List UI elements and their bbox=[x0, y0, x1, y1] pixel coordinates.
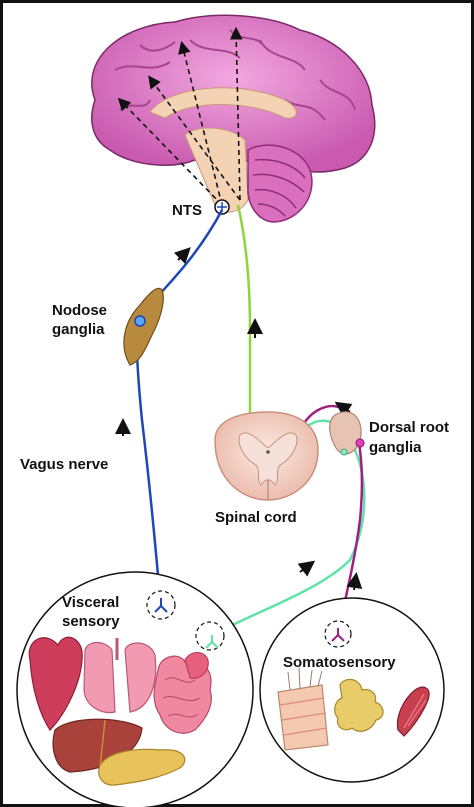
spinal-ascending-path bbox=[236, 204, 252, 430]
corpus-callosum bbox=[149, 87, 297, 119]
pancreas bbox=[98, 748, 186, 786]
joint-illustration bbox=[334, 678, 384, 732]
heart-illustration bbox=[28, 636, 83, 731]
arrow-somatic bbox=[346, 572, 363, 591]
label-nodose-line1: Nodose bbox=[52, 302, 107, 319]
label-nodose-line2: ganglia bbox=[52, 321, 105, 338]
label-somatosensory: Somatosensory bbox=[283, 654, 396, 671]
nodose-ganglion bbox=[123, 287, 164, 366]
visceral-spinal-ending-icon bbox=[205, 635, 219, 649]
liver-ligament bbox=[99, 719, 106, 769]
cerebellum-folds bbox=[252, 158, 306, 217]
label-spinal-cord: Spinal cord bbox=[215, 509, 297, 526]
lung-left bbox=[83, 641, 116, 714]
lung-right bbox=[124, 642, 157, 713]
skin-illustration bbox=[277, 684, 329, 751]
intestine-coils bbox=[162, 677, 201, 718]
visceral-organs-panel bbox=[16, 571, 254, 807]
arrow-dorsal-root bbox=[334, 401, 353, 418]
label-dorsal-line2: ganglia bbox=[369, 439, 422, 456]
dorsal-root-ganglion bbox=[329, 411, 365, 456]
projection-arrow-1 bbox=[178, 40, 223, 206]
somatosensory-panel bbox=[259, 597, 445, 783]
label-visceral-line2: sensory bbox=[62, 613, 120, 630]
projection-arrow-2 bbox=[117, 97, 223, 206]
brain-gyri bbox=[114, 29, 356, 121]
arrow-vagus-up bbox=[173, 247, 191, 265]
label-nts: NTS bbox=[172, 202, 202, 219]
drg-visceral-neuron bbox=[340, 448, 348, 456]
visceral-spinal-ending-marker bbox=[195, 621, 225, 651]
drg-neuron bbox=[355, 438, 365, 448]
somatic-ending-marker bbox=[324, 620, 352, 648]
vagal-ending-marker bbox=[146, 590, 176, 620]
muscle-fibers bbox=[403, 693, 427, 729]
brain bbox=[91, 14, 376, 223]
skin-layers bbox=[279, 697, 328, 736]
projection-arrow-3 bbox=[229, 26, 243, 201]
cerebellum bbox=[247, 144, 313, 223]
nodose-neuron bbox=[134, 315, 146, 327]
stomach bbox=[184, 652, 209, 679]
label-vagus-nerve: Vagus nerve bbox=[20, 456, 108, 473]
vagus-nerve-path bbox=[135, 209, 224, 599]
arrow-visceral-spinal bbox=[297, 560, 316, 577]
spinal-cord bbox=[214, 411, 319, 501]
label-dorsal-line1: Dorsal root bbox=[369, 419, 449, 436]
vagal-ending-icon bbox=[154, 598, 168, 613]
hair-icon bbox=[287, 667, 323, 691]
label-visceral-line1: Visceral bbox=[62, 594, 119, 611]
somatic-ending-icon bbox=[331, 628, 345, 642]
projection-arrow-4 bbox=[148, 75, 241, 201]
